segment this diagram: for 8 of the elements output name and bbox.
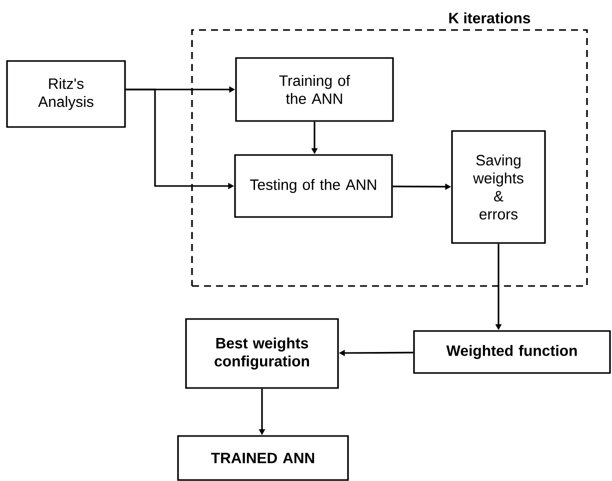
process-box: Saving weights & errors: [451, 130, 546, 244]
process-box: Ritz's Analysis: [6, 60, 126, 128]
process-box: Testing of the ANN: [234, 154, 393, 218]
frame-heading: K iterations: [449, 12, 530, 24]
process-box: TRAINED ANN: [177, 435, 349, 481]
process-box: Best weights configuration: [185, 318, 339, 389]
process-box: Weighted function: [413, 330, 611, 374]
process-box: Training of the ANN: [235, 57, 394, 122]
